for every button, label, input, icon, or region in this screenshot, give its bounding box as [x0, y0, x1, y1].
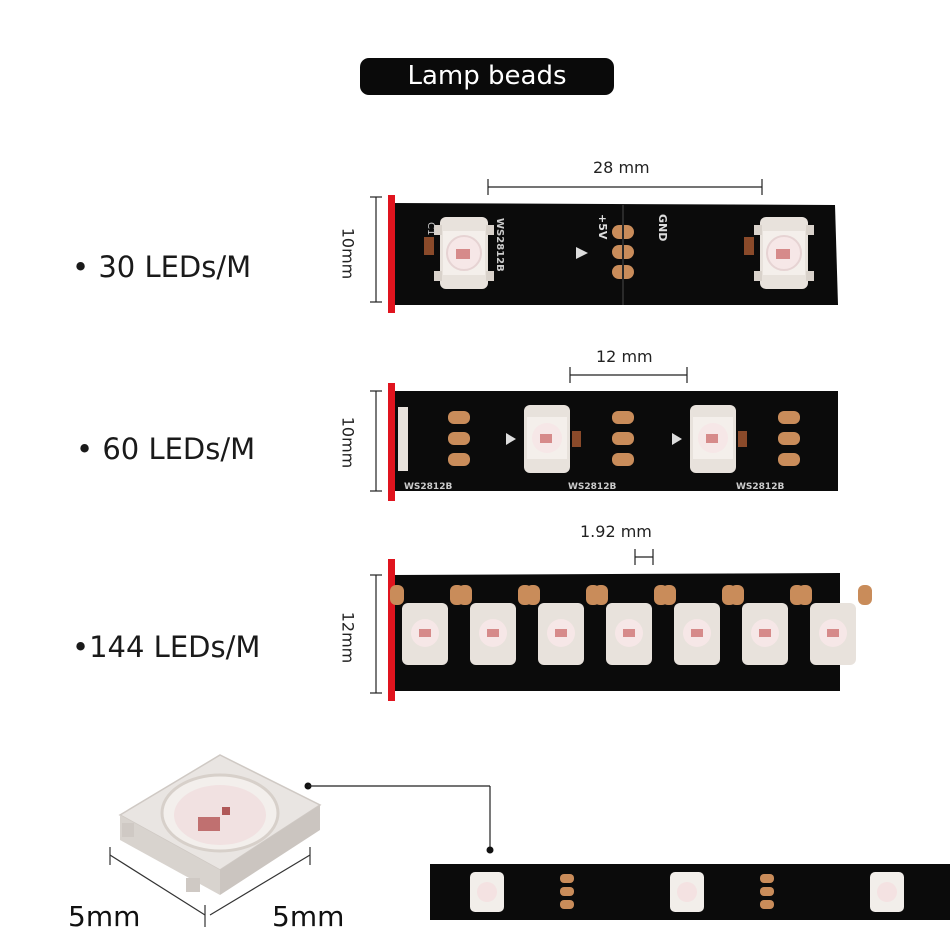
cap-label: C1	[425, 222, 436, 236]
pad	[560, 874, 574, 883]
led-lens	[677, 882, 697, 902]
pad-label-plus5v: +5V	[596, 214, 609, 240]
led-die	[759, 629, 771, 637]
chip-model-label-60b: WS2812B	[568, 482, 617, 492]
strip-144-leds	[370, 549, 872, 701]
chip-size-b: 5mm	[272, 900, 345, 933]
strip-30-leds	[370, 179, 838, 313]
spacing-label-30: 28 mm	[593, 158, 650, 177]
led-die	[419, 629, 431, 637]
spacing-label-60: 12 mm	[596, 347, 653, 366]
pad	[560, 887, 574, 896]
led-lens	[877, 882, 897, 902]
pad	[760, 887, 774, 896]
led-lens	[477, 882, 497, 902]
pad	[458, 585, 472, 605]
led-die	[691, 629, 703, 637]
row-label-60: • 60 LEDs/M	[76, 432, 256, 466]
pad-label-gnd: GND	[656, 214, 669, 242]
led-die	[827, 629, 839, 637]
led-die	[555, 629, 567, 637]
page-title: Lamp beads	[360, 58, 614, 95]
row-label-144: •144 LEDs/M	[72, 630, 261, 664]
chip-model-label-60: WS2812B	[404, 482, 453, 492]
pad	[526, 585, 540, 605]
row-label-30: • 30 LEDs/M	[72, 250, 252, 284]
pointer-line	[304, 782, 494, 854]
pad	[594, 585, 608, 605]
led-die	[487, 629, 499, 637]
pad	[560, 900, 574, 909]
width-label-144: 12mm	[338, 611, 358, 664]
pad	[730, 585, 744, 605]
chip-size-a: 5mm	[68, 900, 141, 933]
chip-model-label: WS2812B	[494, 218, 505, 272]
strip-overview	[430, 864, 950, 920]
chip-model-label-60c: WS2812B	[736, 482, 785, 492]
strip-60-leds	[370, 367, 838, 501]
pad	[760, 900, 774, 909]
width-label-60: 10mm	[338, 416, 358, 469]
pad	[662, 585, 676, 605]
pad	[760, 874, 774, 883]
pad	[390, 585, 404, 605]
led-die	[623, 629, 635, 637]
width-label-30: 10mm	[338, 227, 358, 280]
spacing-label-144: 1.92 mm	[580, 522, 652, 541]
led-chip-closeup	[109, 754, 322, 927]
pad	[858, 585, 872, 605]
pad	[798, 585, 812, 605]
